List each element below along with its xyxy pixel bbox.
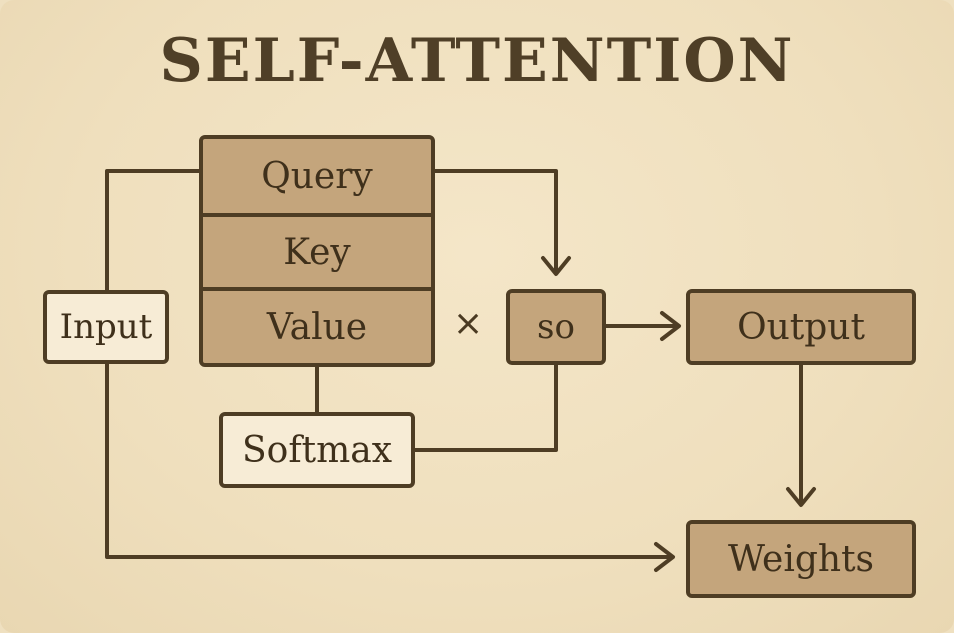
arrowhead-weights-top — [786, 487, 816, 507]
key-node: Key — [203, 213, 431, 287]
edge-softmax-to-so — [412, 362, 558, 452]
diagram-title: SELF-ATTENTION — [159, 26, 795, 96]
arrowhead-output-left — [660, 311, 681, 341]
input-node: Input — [43, 290, 169, 364]
edge-query-to-so — [433, 169, 558, 274]
value-node: Value — [203, 287, 431, 363]
so-node: so — [506, 289, 606, 365]
qkv-stack: Query Key Value — [199, 135, 435, 367]
arrowhead-so-top — [541, 256, 571, 276]
edge-input-to-weights — [105, 362, 670, 559]
multiply-operator: × — [453, 303, 484, 344]
query-node: Query — [261, 155, 373, 197]
softmax-node: Softmax — [219, 412, 415, 488]
output-node: Output — [686, 289, 916, 365]
edge-query-to-input — [105, 169, 201, 293]
arrowhead-weights-left — [654, 542, 675, 572]
weights-node: Weights — [686, 520, 916, 598]
